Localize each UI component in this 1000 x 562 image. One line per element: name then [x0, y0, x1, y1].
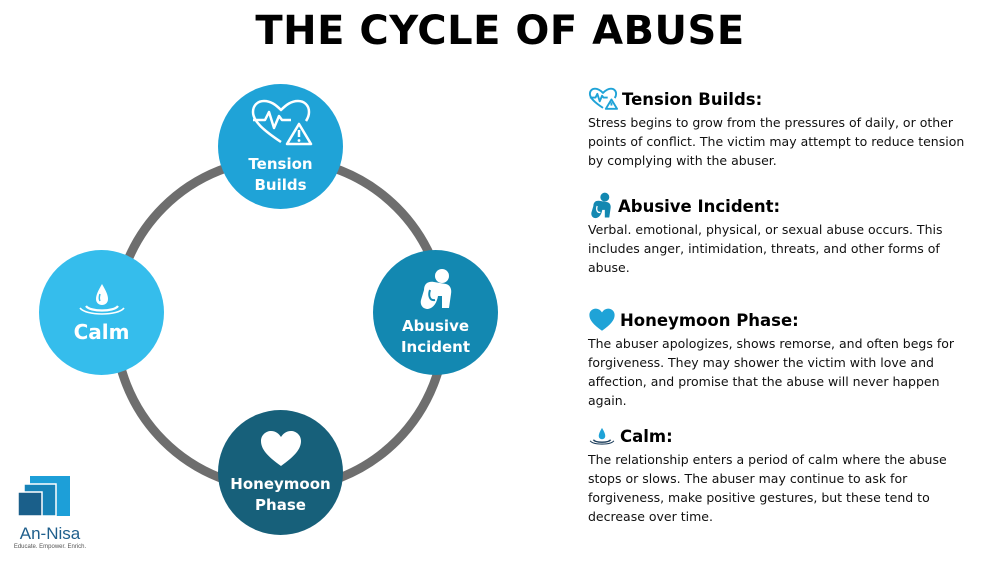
- node-label-abusive: Abusive Incident: [400, 316, 471, 356]
- section-honeymoon-phase: Honeymoon Phase: The abuser apologizes, …: [588, 307, 978, 410]
- water-drop-icon: [589, 427, 615, 445]
- section-title-honeymoon: Honeymoon Phase:: [620, 310, 799, 330]
- section-text-abusive: Verbal. emotional, physical, or sexual a…: [588, 222, 943, 275]
- heart-icon: [589, 308, 615, 331]
- node-label-calm: Calm: [73, 320, 130, 344]
- brand-name: An-Nisa: [19, 524, 81, 543]
- water-drop-icon: [78, 284, 125, 315]
- node-abusive-incident: Abusive Incident: [373, 250, 498, 375]
- cycle-diagram: Tension Builds Abusive Incident Honeymoo…: [39, 84, 498, 535]
- brand-logo: An-Nisa Educate. Empower. Enrich.: [10, 474, 90, 554]
- squares-logo-icon: [17, 476, 70, 517]
- crouching-person-icon: [591, 192, 611, 219]
- crouching-person-icon: [420, 268, 451, 309]
- page-title: THE CYCLE OF ABUSE: [255, 8, 745, 54]
- heart-rate-warning-icon: [588, 87, 618, 110]
- section-abusive-incident: Abusive Incident: Verbal. emotional, phy…: [588, 192, 978, 277]
- node-label-tension: Tension Builds: [248, 154, 313, 194]
- heart-rate-warning-icon: [251, 99, 312, 145]
- node-label-honeymoon: Honeymoon Phase: [230, 474, 331, 514]
- brand-tagline: Educate. Empower. Enrich.: [13, 544, 87, 550]
- heart-icon: [260, 430, 301, 466]
- node-tension-builds: Tension Builds: [218, 84, 343, 209]
- section-tension-builds: Tension Builds: Stress begins to grow fr…: [588, 86, 978, 170]
- node-calm: Calm: [39, 250, 164, 375]
- section-text-tension: Stress begins to grow from the pressures…: [588, 115, 965, 168]
- node-honeymoon-phase: Honeymoon Phase: [218, 410, 343, 535]
- section-title-calm: Calm:: [620, 426, 673, 446]
- section-text-honeymoon: The abuser apologizes, shows remorse, an…: [588, 336, 955, 408]
- section-title-abusive: Abusive Incident:: [618, 196, 781, 216]
- section-title-tension: Tension Builds:: [622, 89, 763, 109]
- section-text-calm: The relationship enters a period of calm…: [588, 452, 947, 524]
- section-calm: Calm: The relationship enters a period o…: [588, 423, 978, 526]
